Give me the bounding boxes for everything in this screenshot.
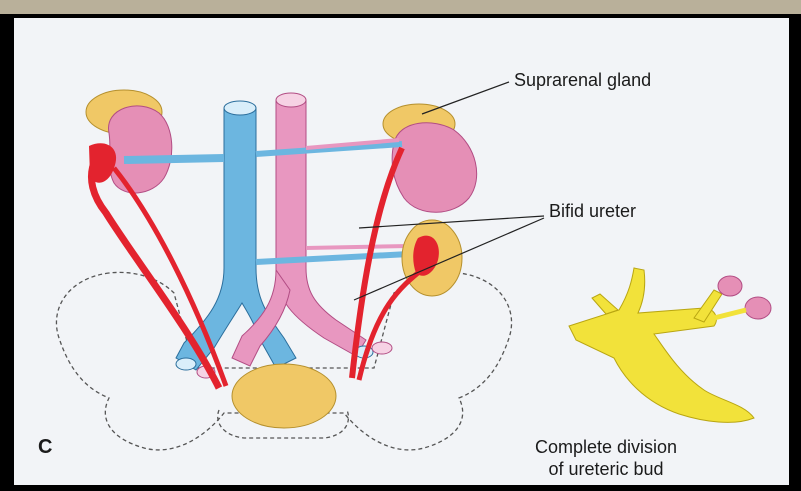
aorta-top-opening — [276, 93, 306, 107]
ivc-top-opening — [224, 101, 256, 115]
aorta — [276, 100, 366, 356]
label-suprarenal-gland: Suprarenal gland — [514, 70, 651, 91]
urinary-anatomy-diagram — [14, 18, 789, 485]
bifid-leader-line-upper — [359, 216, 544, 228]
label-bifid-ureter: Bifid ureter — [549, 201, 636, 222]
right-kidney — [392, 123, 477, 212]
top-border-strip — [0, 0, 801, 14]
urinary-bladder — [232, 364, 336, 428]
ureteric-bud-branch — [592, 294, 618, 314]
bud-cap-1 — [718, 276, 742, 296]
left-renal-vein — [124, 158, 224, 160]
panel-letter: C — [38, 436, 52, 459]
bud-cap-2 — [745, 297, 771, 319]
iliac-opening-4 — [372, 342, 392, 354]
suprarenal-leader-line — [422, 82, 509, 114]
left-kidney — [109, 106, 172, 193]
label-complete-division-line2: of ureteric bud — [535, 458, 677, 480]
label-complete-division-line1: Complete division — [535, 436, 677, 458]
iliac-opening-1 — [176, 358, 196, 370]
lower-renal-artery — [306, 246, 409, 248]
label-complete-division: Complete division of ureteric bud — [535, 436, 677, 480]
diagram-panel: Suprarenal gland Bifid ureter Complete d… — [14, 18, 789, 485]
bud-cap-connector — [714, 310, 746, 318]
left-ureter — [91, 158, 219, 388]
